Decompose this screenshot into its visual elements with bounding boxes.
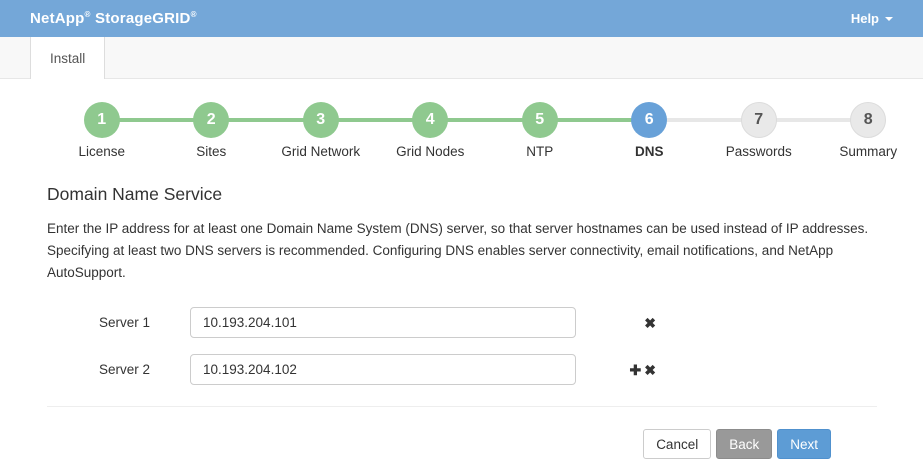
step-label: Sites	[196, 144, 227, 159]
remove-server-icon[interactable]: ✖	[644, 361, 656, 378]
step-label: Grid Network	[281, 144, 361, 159]
add-server-icon[interactable]: ✚	[629, 361, 642, 378]
server-1-row: Server 1 ✖	[47, 307, 877, 338]
wizard-step-ntp[interactable]: 5 NTP	[485, 102, 632, 159]
app-header: NetApp® StorageGRID® Help	[0, 0, 923, 37]
cancel-button[interactable]: Cancel	[643, 429, 712, 459]
step-label: DNS	[634, 144, 664, 159]
caret-down-icon	[885, 16, 893, 21]
footer-actions: Cancel Back Next	[47, 407, 877, 459]
wizard-step-sites[interactable]: 2 Sites	[157, 102, 304, 159]
step-label: License	[78, 144, 126, 159]
tab-bar: Install	[0, 37, 923, 79]
step-label: NTP	[526, 144, 554, 159]
wizard-step-grid-network[interactable]: 3 Grid Network	[266, 102, 413, 159]
brand-name: NetApp	[30, 10, 85, 27]
step-circle: 7	[740, 102, 777, 138]
wizard-step-grid-nodes[interactable]: 4 Grid Nodes	[376, 102, 523, 159]
step-circle: 3	[302, 102, 339, 138]
step-circle: 6	[631, 102, 668, 138]
remove-server-icon[interactable]: ✖	[644, 314, 656, 331]
next-button[interactable]: Next	[777, 429, 831, 459]
main-content: Domain Name Service Enter the IP address…	[0, 184, 923, 459]
dns-server-form: Server 1 ✖ Server 2 ✚ ✖	[47, 307, 877, 385]
server-1-label: Server 1	[98, 315, 150, 330]
step-circle: 8	[850, 102, 887, 138]
wizard-steps: 1 License 2 Sites 3 Grid Network 4 Grid …	[47, 102, 923, 159]
step-label: Summary	[839, 144, 898, 159]
help-menu[interactable]: Help	[851, 11, 893, 26]
wizard-step-dns[interactable]: 6 DNS	[595, 102, 742, 159]
footer-divider	[47, 406, 877, 407]
page-description: Enter the IP address for at least one Do…	[47, 221, 869, 280]
step-circle: 4	[412, 102, 449, 138]
registered-mark: ®	[190, 10, 197, 19]
server-1-actions: ✖	[618, 316, 656, 330]
step-circle: 5	[521, 102, 558, 138]
step-label: Grid Nodes	[396, 144, 465, 159]
help-menu-label: Help	[850, 11, 879, 26]
step-label: Passwords	[725, 144, 792, 159]
wizard-step-passwords[interactable]: 7 Passwords	[704, 102, 851, 159]
back-button[interactable]: Back	[716, 429, 773, 459]
registered-mark: ®	[84, 10, 91, 19]
tab-install-label: Install	[50, 50, 86, 66]
brand-product: StorageGRID	[95, 10, 191, 27]
wizard-step-license[interactable]: 1 License	[47, 102, 194, 159]
page-title: Domain Name Service	[47, 184, 223, 204]
server-2-input[interactable]	[190, 354, 576, 385]
wizard-step-summary[interactable]: 8 Summary	[814, 102, 923, 159]
step-circle: 2	[193, 102, 230, 138]
server-2-actions: ✚ ✖	[618, 363, 656, 377]
step-circle: 1	[83, 102, 120, 138]
tab-install[interactable]: Install	[30, 37, 106, 79]
server-2-label: Server 2	[98, 362, 150, 377]
brand-logo: NetApp® StorageGRID®	[30, 10, 197, 27]
server-2-row: Server 2 ✚ ✖	[47, 354, 877, 385]
server-1-input[interactable]	[190, 307, 576, 338]
